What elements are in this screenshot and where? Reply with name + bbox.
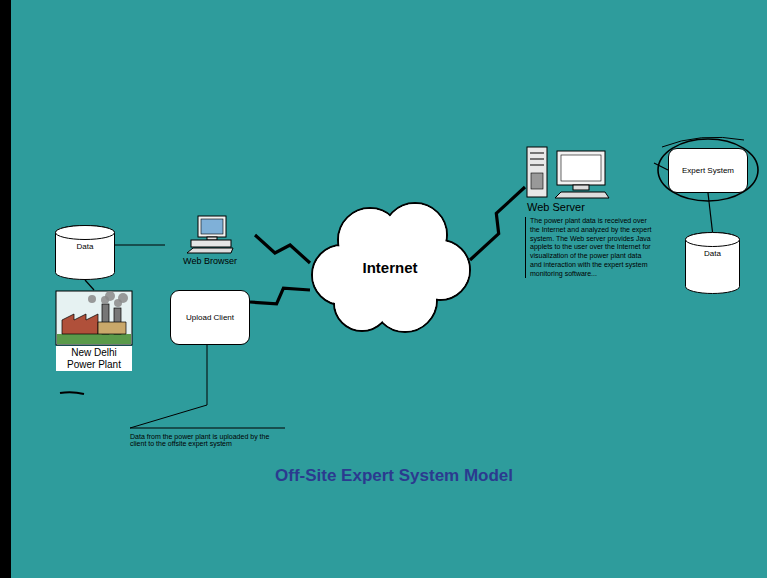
- diagram-title: Off-Site Expert System Model: [275, 466, 513, 486]
- power-plant-icon: New Delhi Power Plant: [52, 290, 136, 371]
- leader-line: [130, 345, 285, 428]
- computer-icon: [185, 215, 235, 255]
- connector-line: [85, 280, 94, 290]
- connector-line: [708, 193, 713, 232]
- server-icon: [525, 145, 615, 200]
- database-cylinder: Data: [685, 232, 740, 294]
- cylinder-outline: [55, 225, 115, 280]
- node-label: Data: [55, 242, 115, 251]
- node-description: The power plant data is received over th…: [525, 217, 654, 278]
- node-label: Web Server: [527, 201, 654, 213]
- node-label: Internet: [362, 259, 417, 276]
- network-cloud: Internet: [310, 195, 470, 340]
- lightning-link: [250, 288, 310, 304]
- node-label: Upload Client: [186, 313, 234, 322]
- server-icon: Web ServerThe power plant data is receiv…: [525, 145, 654, 278]
- cylinder-outline: [685, 232, 740, 294]
- computer-icon: Web Browser: [165, 215, 255, 266]
- connector-line: [115, 244, 165, 245]
- node-label: Expert System: [682, 166, 734, 175]
- node-label: Data: [685, 249, 740, 258]
- hand-drawn-circle: [658, 139, 758, 201]
- node-label: Web Browser: [165, 256, 255, 266]
- connector-line: [654, 163, 668, 170]
- process-box: Expert System: [668, 148, 748, 193]
- hand-stroke: [662, 137, 744, 147]
- note-text: Data from the power plant is uploaded by…: [130, 433, 285, 447]
- power-plant-illustration: [52, 290, 136, 346]
- node-label: New Delhi Power Plant: [56, 346, 132, 371]
- lightning-link: [255, 235, 310, 263]
- hand-underline: [60, 392, 84, 394]
- black-edge-bar: [0, 0, 11, 578]
- database-cylinder: Data: [55, 225, 115, 280]
- process-box: Upload Client: [170, 290, 250, 345]
- lightning-link: [470, 187, 525, 260]
